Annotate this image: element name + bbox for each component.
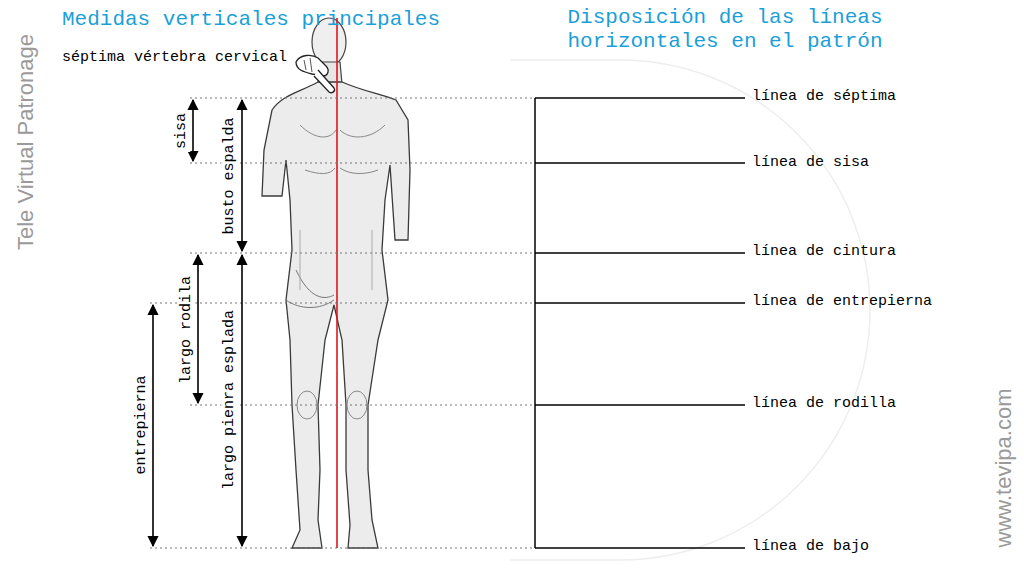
figure-muscle xyxy=(300,125,385,137)
dimension-label: sisa xyxy=(173,110,190,152)
dimension-arrow xyxy=(241,100,243,251)
dimension-label: largo rodila xyxy=(178,273,195,387)
line-label: línea de cintura xyxy=(752,243,896,260)
pattern-line xyxy=(535,547,745,549)
line-label: línea de bajo xyxy=(752,538,869,555)
dimension-label: largo pienra esplada xyxy=(221,307,238,493)
dotted-line xyxy=(150,303,535,304)
dimension-arrow xyxy=(152,305,154,546)
watermark: www.tevipa.com xyxy=(991,386,1016,551)
figure-shading xyxy=(300,230,372,290)
dimension-arrow xyxy=(192,100,194,161)
dimension-arrow xyxy=(197,255,199,403)
hand-finger xyxy=(314,70,335,93)
figure-body xyxy=(262,82,410,548)
pattern-vertical xyxy=(534,98,536,548)
panel-heading: Medidas verticales principales xyxy=(62,8,440,32)
dimension-label: entrepierna xyxy=(133,372,150,477)
dotted-line xyxy=(190,253,535,254)
pattern-line xyxy=(535,404,745,406)
figure-muscle xyxy=(286,270,334,308)
dimension-label: busto espalda xyxy=(221,114,238,237)
line-label: línea de sisa xyxy=(752,154,869,171)
pointing-hand xyxy=(296,55,335,92)
measure-lines xyxy=(150,98,535,548)
hand-detail xyxy=(304,58,312,72)
dimension-arrows xyxy=(153,100,242,546)
figure-muscle xyxy=(305,168,378,174)
pattern-line xyxy=(535,97,745,99)
line-label: línea de rodilla xyxy=(752,395,896,412)
hand-fist xyxy=(296,55,328,76)
dotted-line xyxy=(190,98,535,99)
pattern-line xyxy=(535,252,745,254)
panel-heading: Disposición de las líneas horizontales e… xyxy=(555,6,895,54)
dimension-arrow xyxy=(241,255,243,546)
pattern-line xyxy=(535,162,745,164)
watermark: Tele Virtual Patronage xyxy=(13,31,38,253)
line-label: línea de entrepierna xyxy=(752,293,932,310)
pattern-line xyxy=(535,302,745,304)
callout-label: séptima vértebra cervical xyxy=(62,49,287,66)
dotted-line xyxy=(150,548,535,549)
line-label: línea de séptima xyxy=(752,88,896,105)
pattern-lines xyxy=(535,98,745,548)
